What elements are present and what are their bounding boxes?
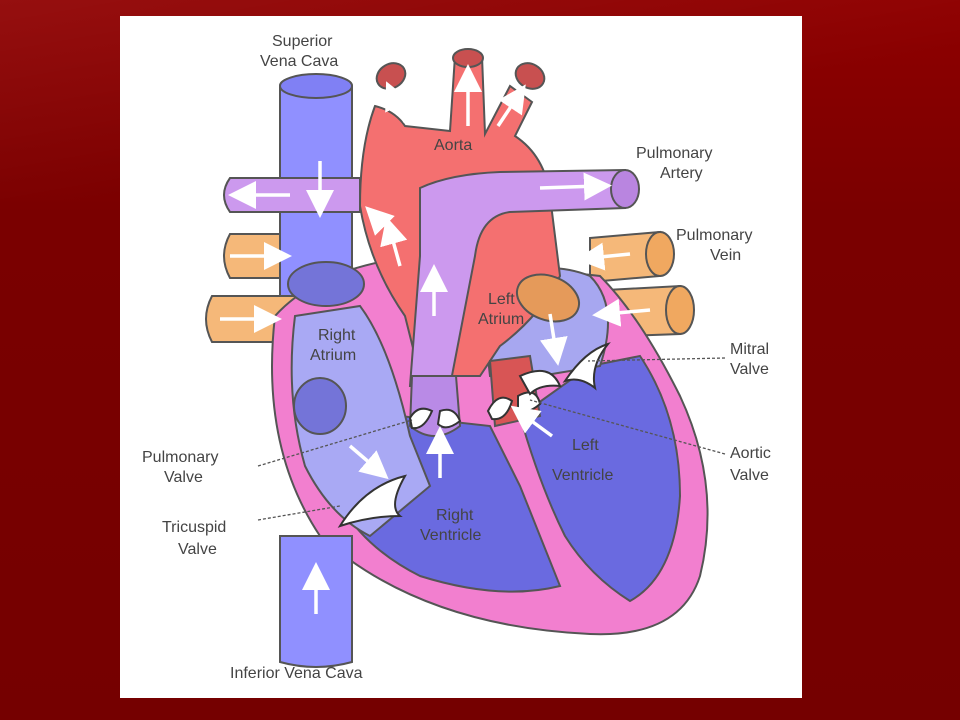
label-inferior-vena-cava: Inferior Vena Cava bbox=[230, 665, 363, 682]
label-superior-vena-cava-1: Superior bbox=[272, 33, 333, 50]
label-mitral-valve-2: Valve bbox=[730, 361, 769, 378]
label-right-ventricle-1: Right bbox=[436, 507, 474, 524]
left-ventricle-chamber bbox=[518, 354, 682, 603]
label-right-atrium-1: Right bbox=[318, 327, 356, 344]
label-tricuspid-valve-1: Tricuspid bbox=[162, 519, 226, 536]
valves bbox=[337, 342, 611, 528]
label-pulmonary-valve-2: Valve bbox=[164, 469, 203, 486]
label-aorta: Aorta bbox=[434, 137, 472, 154]
label-tricuspid-valve-2: Valve bbox=[178, 541, 217, 558]
label-aortic-valve-2: Valve bbox=[730, 467, 769, 484]
label-mitral-valve-1: Mitral bbox=[730, 341, 769, 358]
label-aortic-valve-1: Aortic bbox=[730, 445, 771, 462]
heart-diagram: Superior Vena Cava Aorta Pulmonary Arter… bbox=[142, 33, 771, 682]
label-right-atrium-2: Atrium bbox=[310, 347, 356, 364]
blood-flow-arrows bbox=[220, 64, 651, 614]
label-left-ventricle-2: Ventricle bbox=[552, 467, 613, 484]
heart-diagram-panel: Superior Vena Cava Aorta Pulmonary Arter… bbox=[120, 16, 802, 698]
diagram-labels: Superior Vena Cava Aorta Pulmonary Arter… bbox=[142, 33, 771, 682]
label-superior-vena-cava-2: Vena Cava bbox=[260, 53, 338, 70]
label-left-atrium-2: Atrium bbox=[478, 311, 524, 328]
label-pulmonary-artery-2: Artery bbox=[660, 165, 703, 182]
label-pulmonary-vein-2: Vein bbox=[710, 247, 741, 264]
label-right-ventricle-2: Ventricle bbox=[420, 527, 481, 544]
label-pulmonary-valve-1: Pulmonary bbox=[142, 449, 218, 466]
label-left-atrium-1: Left bbox=[488, 291, 515, 308]
label-pulmonary-vein-1: Pulmonary bbox=[676, 227, 752, 244]
label-left-ventricle-1: Left bbox=[572, 437, 599, 454]
label-pulmonary-artery-1: Pulmonary bbox=[636, 145, 712, 162]
pulmonary-vein-opening bbox=[516, 273, 580, 323]
leader-lines bbox=[257, 357, 726, 521]
